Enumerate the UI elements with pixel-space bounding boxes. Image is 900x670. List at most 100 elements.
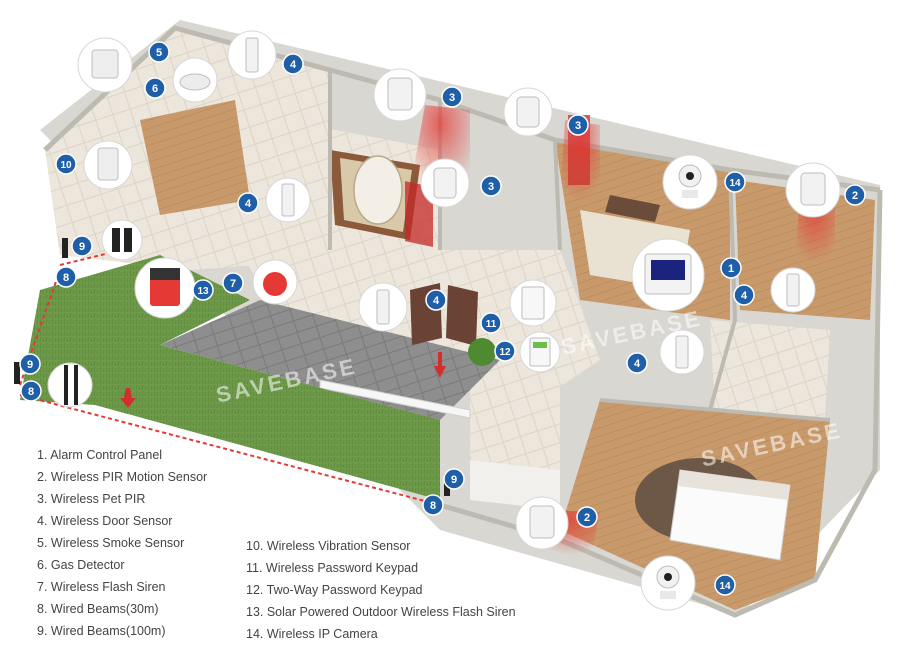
badge-12: 12 [494, 340, 516, 362]
badge-circle [425, 289, 447, 311]
badge-circle [844, 184, 866, 206]
ip-camera-thumb-bottom [640, 555, 696, 611]
badge-label: 4 [290, 59, 297, 71]
badge-label: 8 [430, 500, 436, 512]
badge-label: 14 [719, 581, 731, 592]
laser-line-back [59, 247, 131, 266]
door-sensor-thumb-entry [358, 282, 408, 332]
legend-item: 2. Wireless PIR Motion Sensor [37, 470, 208, 484]
badge-4: 4 [237, 192, 259, 214]
badge-9: 9 [19, 353, 41, 375]
badge-8: 8 [422, 494, 444, 516]
badge-circle [480, 312, 502, 334]
smoke-sensor-thumb [172, 57, 218, 103]
badge-label: 4 [433, 295, 440, 307]
badge-label: 4 [245, 198, 252, 210]
vibration-sensor-thumb-2 [83, 140, 133, 190]
badge-circle [237, 192, 259, 214]
badge-circle [148, 41, 170, 63]
door-sensor-thumb-hall [659, 329, 705, 375]
beam-thumb-top [101, 219, 143, 261]
front-door-right [446, 285, 478, 346]
badge-4: 4 [626, 352, 648, 374]
badge-label: 2 [852, 190, 858, 202]
door-sensor-thumb-dining [265, 177, 311, 223]
badge-14: 14 [714, 574, 736, 596]
badge-14: 14 [724, 171, 746, 193]
badge-label: 7 [230, 278, 236, 290]
legend-item: 12. Two-Way Password Keypad [246, 583, 423, 597]
laser-line-front [19, 394, 441, 506]
badge-circle [576, 506, 598, 528]
entry-walkway [160, 300, 500, 420]
badge-label: 8 [63, 272, 69, 284]
device-thumbnails [14, 30, 841, 611]
badge-label: 14 [729, 178, 741, 189]
badge-9: 9 [443, 468, 465, 490]
badge-10: 10 [55, 153, 77, 175]
badge-circle [71, 235, 93, 257]
badge-circle [55, 266, 77, 288]
badge-1: 1 [720, 257, 742, 279]
badge-13: 13 [192, 279, 214, 301]
pir-thumb-bottom [515, 496, 569, 550]
badge-circle [443, 468, 465, 490]
legend-item: 8. Wired Beams(30m) [37, 602, 159, 616]
badge-9: 9 [71, 235, 93, 257]
badge-label: 5 [156, 47, 162, 59]
badge-label: 3 [449, 92, 455, 104]
solar-siren-thumb [134, 257, 196, 319]
beam-post-left [14, 362, 20, 384]
badge-2: 2 [576, 506, 598, 528]
badge-3: 3 [567, 114, 589, 136]
legend-right: 10. Wireless Vibration Sensor 11. Wirele… [246, 535, 516, 645]
two-way-keypad-thumb [519, 331, 561, 373]
legend-item: 7. Wireless Flash Siren [37, 580, 166, 594]
badge-label: 4 [634, 358, 641, 370]
badge-label: 9 [27, 359, 33, 371]
badge-circle [192, 279, 214, 301]
badge-circle [55, 153, 77, 175]
badge-3: 3 [441, 86, 463, 108]
badge-label: 6 [152, 83, 158, 95]
badge-circle [714, 574, 736, 596]
pet-pir-thumb-2 [503, 87, 553, 137]
pet-pir-thumb-3 [420, 158, 470, 208]
legend-item: 9. Wired Beams(100m) [37, 624, 166, 638]
badge-circle [282, 53, 304, 75]
vibration-sensor-thumb [77, 37, 133, 93]
badge-circle [567, 114, 589, 136]
legend-left: 1. Alarm Control Panel 2. Wireless PIR M… [37, 444, 207, 642]
badge-label: 3 [575, 120, 581, 132]
door-sensor-thumb-top [227, 30, 277, 80]
badge-label: 13 [197, 286, 209, 297]
badge-label: 1 [728, 263, 734, 275]
badge-3: 3 [480, 175, 502, 197]
badge-8: 8 [55, 266, 77, 288]
badge-circle [19, 353, 41, 375]
badge-11: 11 [480, 312, 502, 334]
badge-label: 10 [60, 160, 72, 171]
laser-line-left [19, 269, 61, 386]
badge-label: 8 [28, 386, 34, 398]
pir-thumb-right [785, 162, 841, 218]
legend-item: 6. Gas Detector [37, 558, 125, 572]
badge-4: 4 [282, 53, 304, 75]
door-sensor-thumb-office [770, 267, 816, 313]
legend-item: 13. Solar Powered Outdoor Wireless Flash… [246, 605, 516, 619]
legend-item: 3. Wireless Pet PIR [37, 492, 146, 506]
badge-label: 2 [584, 512, 590, 524]
legend-item: 4. Wireless Door Sensor [37, 514, 173, 528]
entry-arrow [434, 352, 446, 378]
pet-pir-thumb-1 [373, 68, 427, 122]
badge-4: 4 [425, 289, 447, 311]
legend-item: 5. Wireless Smoke Sensor [37, 536, 185, 550]
beam-post-back [62, 238, 68, 258]
badge-circle [733, 284, 755, 306]
control-panel-thumb [631, 238, 705, 312]
badge-6: 6 [144, 77, 166, 99]
badge-2: 2 [844, 184, 866, 206]
badge-4: 4 [733, 284, 755, 306]
badge-5: 5 [148, 41, 170, 63]
